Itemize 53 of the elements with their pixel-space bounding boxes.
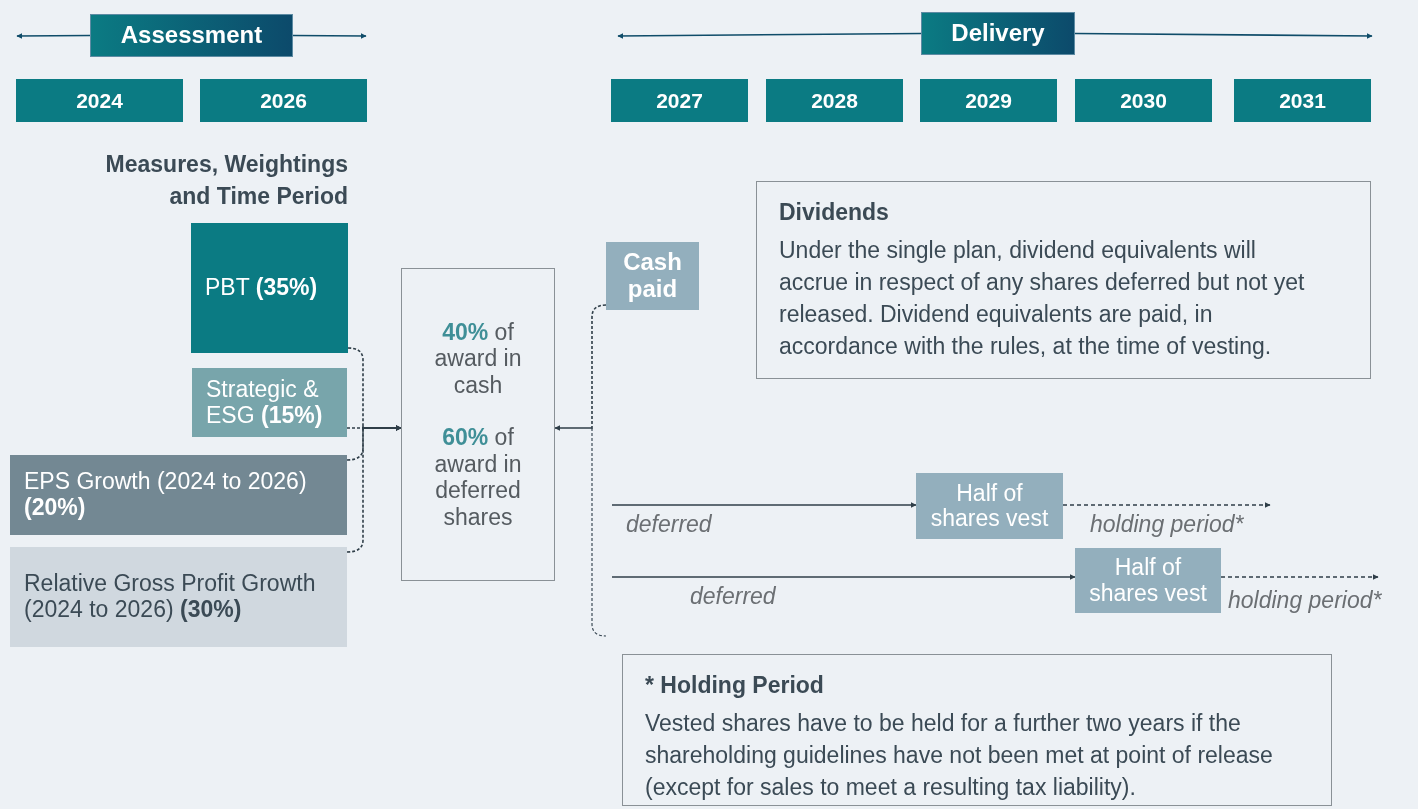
dashed-arrow xyxy=(1062,502,1271,508)
header-title: Delivery xyxy=(951,20,1045,47)
year-box xyxy=(16,79,183,122)
note-text: Vested shares have to be held for a further two years if the shareholding guidelines have not been met at point of release (except for sales to meet a resulting tax liability). xyxy=(645,708,1274,802)
header-band xyxy=(90,14,293,57)
note-heading: Dividends xyxy=(779,200,890,226)
measure-box xyxy=(191,223,348,353)
header-band xyxy=(921,12,1075,55)
arrow xyxy=(617,32,922,39)
vest-text: Half of shares vest xyxy=(929,480,1050,532)
measure-text: EPS Growth (2024 to 2026) (20%) xyxy=(24,469,308,521)
measure-box xyxy=(10,455,347,535)
award-box xyxy=(401,268,555,581)
arrow xyxy=(611,502,917,508)
arrow xyxy=(611,574,1076,580)
dashed-arrow xyxy=(1220,574,1379,580)
year-text: 2029 xyxy=(965,88,1012,113)
year-box xyxy=(1075,79,1212,122)
year-box xyxy=(920,79,1057,122)
award-text: 60% of award in deferred shares xyxy=(433,424,523,531)
measure-text: Strategic & ESG (15%) xyxy=(206,376,324,429)
note-box xyxy=(622,654,1332,806)
arrow xyxy=(16,32,91,39)
year-text: 2024 xyxy=(76,88,123,113)
year-text: 2027 xyxy=(656,88,703,113)
dashed-arrow xyxy=(346,425,402,553)
vest-box xyxy=(1075,548,1221,613)
cash-paid-box xyxy=(606,242,699,310)
year-box xyxy=(1234,79,1371,122)
note-box xyxy=(756,181,1371,379)
measure-text: PBT (35%) xyxy=(205,275,319,301)
cash-paid-text: Cash paid xyxy=(622,249,683,303)
edge-label: holding period* xyxy=(1090,512,1244,538)
measure-box xyxy=(10,547,347,647)
year-text: 2031 xyxy=(1279,88,1326,113)
vest-text: Half of shares vest xyxy=(1088,555,1208,606)
vest-box xyxy=(916,473,1063,539)
year-text: 2026 xyxy=(260,88,307,113)
measure-text: Relative Gross Profit Growth (2024 to 2026) (30%) xyxy=(24,571,317,623)
year-box xyxy=(766,79,903,122)
measure-box xyxy=(192,368,347,437)
edge-label: holding period* xyxy=(1228,588,1382,614)
section-heading: Measures, Weightings and Time Period xyxy=(104,150,348,211)
year-box xyxy=(200,79,367,122)
arrow xyxy=(1074,32,1373,39)
header-title: Assessment xyxy=(120,22,263,49)
year-box xyxy=(611,79,748,122)
arrow xyxy=(292,32,367,39)
note-text: Under the single plan, dividend equivalents will accrue in respect of any shares deferred but not yet released. Dividend equivalents are paid, in accordance with the rules, at the time of vesting. xyxy=(779,235,1306,361)
year-text: 2028 xyxy=(811,88,858,113)
year-text: 2030 xyxy=(1120,88,1167,113)
award-text: 40% of award in cash xyxy=(433,318,523,399)
note-heading: *Holding Period xyxy=(645,673,825,699)
